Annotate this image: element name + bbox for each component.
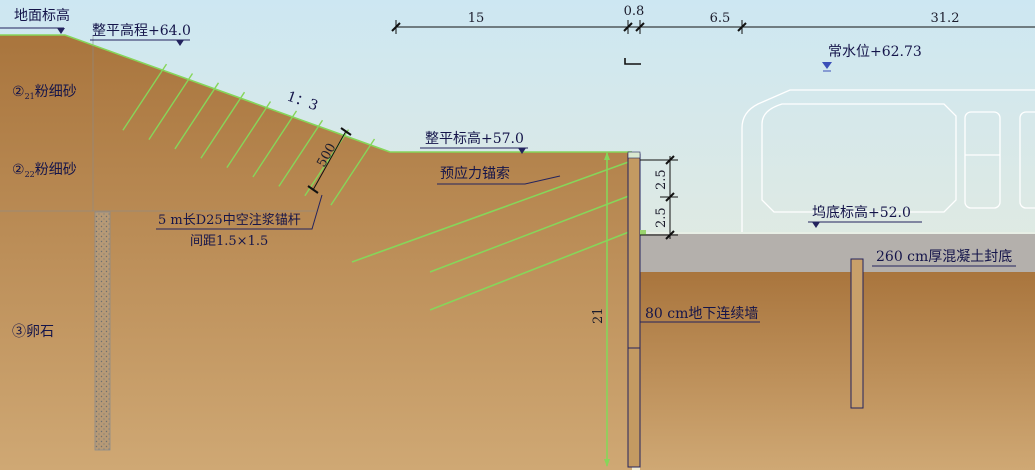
dock-main-chamber [761,103,957,213]
top-dimension-label-2: 0.8 [624,4,645,19]
concrete-seal-slab [640,232,1035,272]
top-dimension-tick [737,22,747,32]
prestressed-anchor [429,193,635,273]
soil-nail [330,138,376,206]
layer-symbol: ② [12,162,25,178]
slope-surface-line [0,34,632,153]
prestressed-anchor [351,159,635,263]
top-dimension-label-1: 15 [468,11,485,26]
soil-nail [226,101,272,169]
grade-elevation-top-marker: 整平高程+64.0 [90,22,191,46]
layer-3-label: ③卵石 [12,324,54,340]
section-mark [624,58,641,65]
grade-elevation-mid-label: 整平标高+57.0 [425,130,524,147]
anchor-spacing-dimension: 2.5 2.5 [640,155,678,240]
dock-edge-chamber [1019,111,1035,209]
dock-bottom-marker: 坞底标高+52.0 [808,204,922,228]
dock-bottom-triangle [812,222,820,228]
foundation-pile [850,258,864,409]
nail-length-tick [340,127,352,136]
soil-nail [148,73,194,140]
layer-name: 粉细砂 [35,84,77,100]
prestressed-anchor-group [351,159,635,311]
ground-level-marker: 地面标高 [0,7,70,34]
anchor-spacing-lower-label: 2.5 [654,207,669,228]
nail-length-dimension-line [312,130,347,191]
anchor-spacing-tick [665,192,675,202]
soil-nail-group [122,63,376,206]
soil-nail [278,119,324,187]
dock-small-chamber [964,111,1001,209]
prestressed-anchor-label: 预应力锚索 [440,165,510,182]
water-level-marker: 常水位+62.73 [822,44,922,72]
anchor-head-lower [640,230,646,235]
layer-2-2-label: ②22粉细砂 [12,162,77,179]
prestressed-anchor [429,229,635,311]
grade-elevation-top-label: 整平高程+64.0 [92,22,191,39]
anchor-spacing-tick [665,155,675,165]
top-dimension-tick [623,22,633,32]
concrete-seal-label: 260 cm厚混凝土封底 [876,249,1012,265]
ground-level-triangle [57,28,65,34]
soil-nail-label: 5 m长D25中空注浆锚杆 [158,213,301,228]
soil-nail [200,91,246,159]
soil-nail [304,129,350,197]
anchor-spacing-upper-label: 2.5 [654,169,669,190]
soil-nail-leader [156,194,323,230]
soil-mass-right [640,272,1035,470]
ground-level-label: 地面标高 [14,7,70,24]
prestressed-anchor-leader [437,175,561,185]
layer-subscript: 21 [25,92,35,101]
dock-bottom-label: 坞底标高+52.0 [812,204,911,221]
grout-column [94,211,111,451]
top-dimension-tick [635,22,645,32]
top-dimension-label-4: 31.2 [931,11,960,26]
soil-mass-left [0,35,632,470]
soil-nail-spacing-label: 间距1.5×1.5 [190,234,268,249]
grade-elevation-mid-marker: 整平标高+57.0 [420,130,528,154]
diaphragm-wall-label: 80 cm地下连续墙 [645,305,758,322]
soil-nail [252,110,298,178]
dock-structure-outline [741,89,1035,232]
layer-name: 粉细砂 [35,162,77,178]
top-dimension-chain: 15 0.8 6.5 31.2 [391,4,1035,34]
grade-elevation-top-triangle [176,40,184,46]
layer-symbol: ② [12,84,25,100]
diaphragm-wall [627,153,641,468]
top-dimension-label-3: 6.5 [710,11,731,26]
grade-elevation-mid-triangle [518,148,526,154]
dock-outer-shell [741,89,1035,232]
anchor-spacing-tick [665,230,675,240]
layer-subscript: 22 [25,170,35,179]
anchor-head-cap [627,151,641,159]
nail-length-tick [307,185,319,194]
dimension-arrow-top [604,152,610,160]
water-level-triangle [822,62,832,69]
layer-2-1-label: ②21粉细砂 [12,84,77,101]
dimension-arrow-bottom [604,459,610,467]
wall-depth-label: 21 [591,307,606,324]
water-level-label: 常水位+62.73 [828,44,922,60]
soil-nail [174,82,220,150]
top-dimension-tick [391,22,401,32]
soil-nail [122,63,168,131]
